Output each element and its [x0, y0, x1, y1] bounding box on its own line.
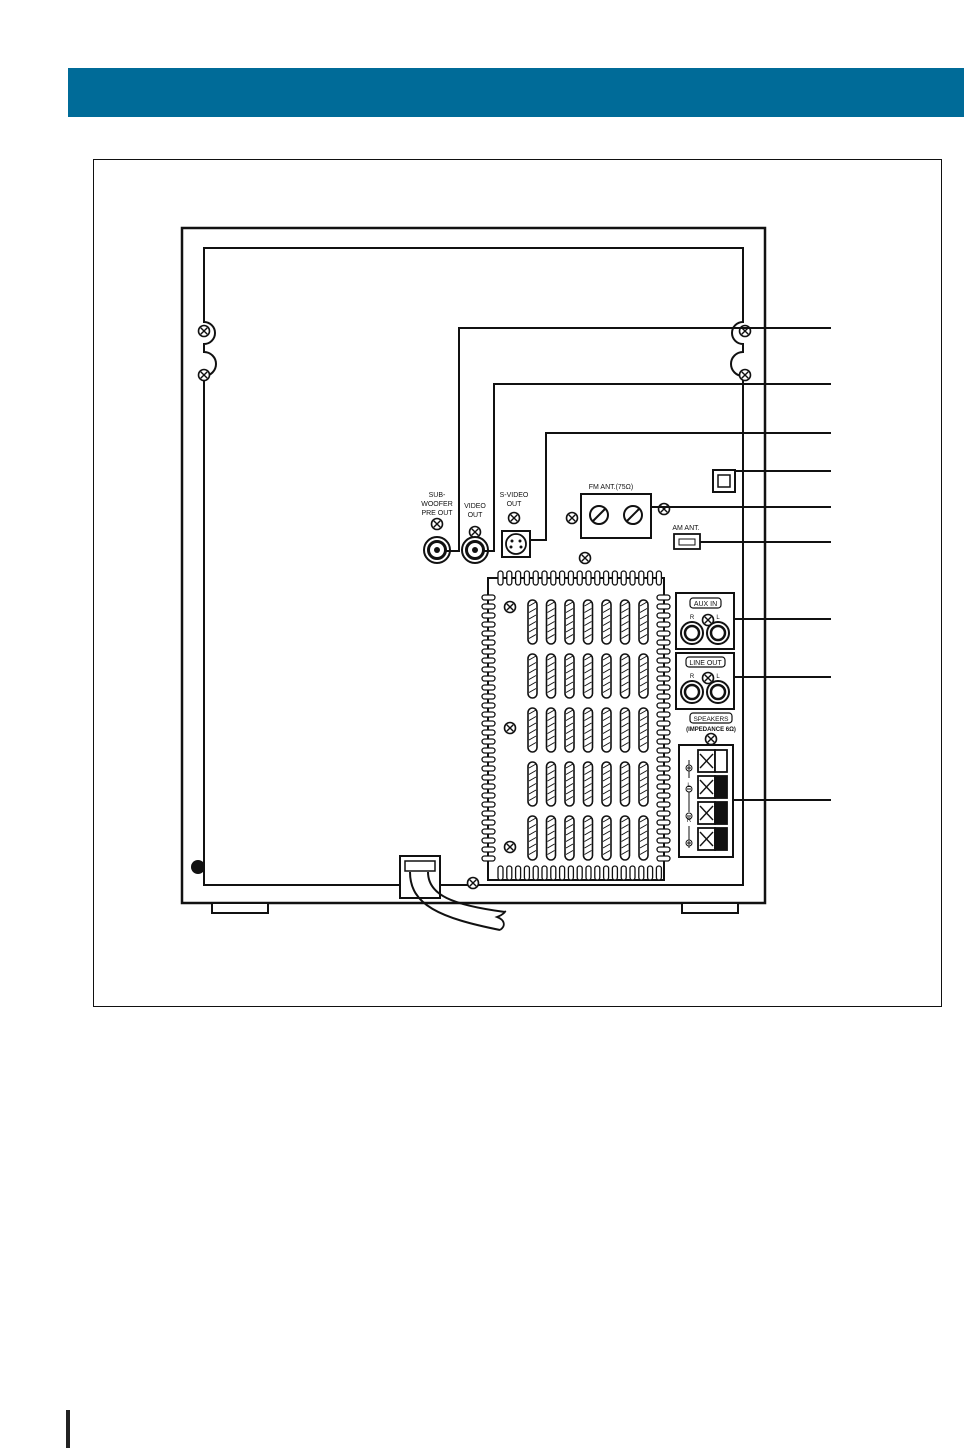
label-line-out: LINE OUT: [689, 660, 722, 667]
label-line-l: L: [716, 674, 720, 680]
label-speakers: SPEAKERS: [693, 716, 729, 723]
audio-connectors: [675, 592, 735, 724]
label-line-r: R: [690, 674, 695, 680]
label-video-out-l2: OUT: [468, 512, 484, 519]
label-subwoofer-l1: SUB-: [429, 492, 446, 499]
label-impedance: (IMPEDANCE 6Ω): [686, 727, 736, 733]
label-fm-antenna: FM ANT.(75Ω): [589, 484, 634, 491]
vent-grille: [481, 570, 671, 881]
figure-frame: [93, 159, 942, 1007]
label-aux-r: R: [690, 615, 695, 621]
label-am-antenna: AM ANT.: [672, 525, 699, 532]
label-subwoofer-l3: PRE OUT: [421, 510, 453, 517]
label-aux-in: AUX IN: [694, 601, 717, 608]
label-svideo-l1: S-VIDEO: [500, 492, 529, 499]
callout-lines: [444, 327, 831, 801]
label-video-out-l1: VIDEO: [464, 503, 486, 510]
page-marker: [66, 1410, 70, 1448]
label-speaker-l: L: [687, 783, 691, 789]
antenna-terminals: [580, 469, 736, 550]
label-aux-l: L: [716, 615, 720, 621]
label-svideo-l2: OUT: [507, 501, 523, 508]
label-subwoofer-l2: WOOFER: [421, 501, 453, 508]
panel-labels: SUB- WOOFER PRE OUT VIDEO OUT S-VIDEO OU…: [421, 484, 736, 824]
header-bar: [68, 68, 964, 117]
speaker-terminals: [678, 744, 734, 858]
label-speaker-r: R: [687, 818, 692, 824]
unit-body: [180, 226, 767, 931]
video-connectors: [423, 530, 531, 564]
